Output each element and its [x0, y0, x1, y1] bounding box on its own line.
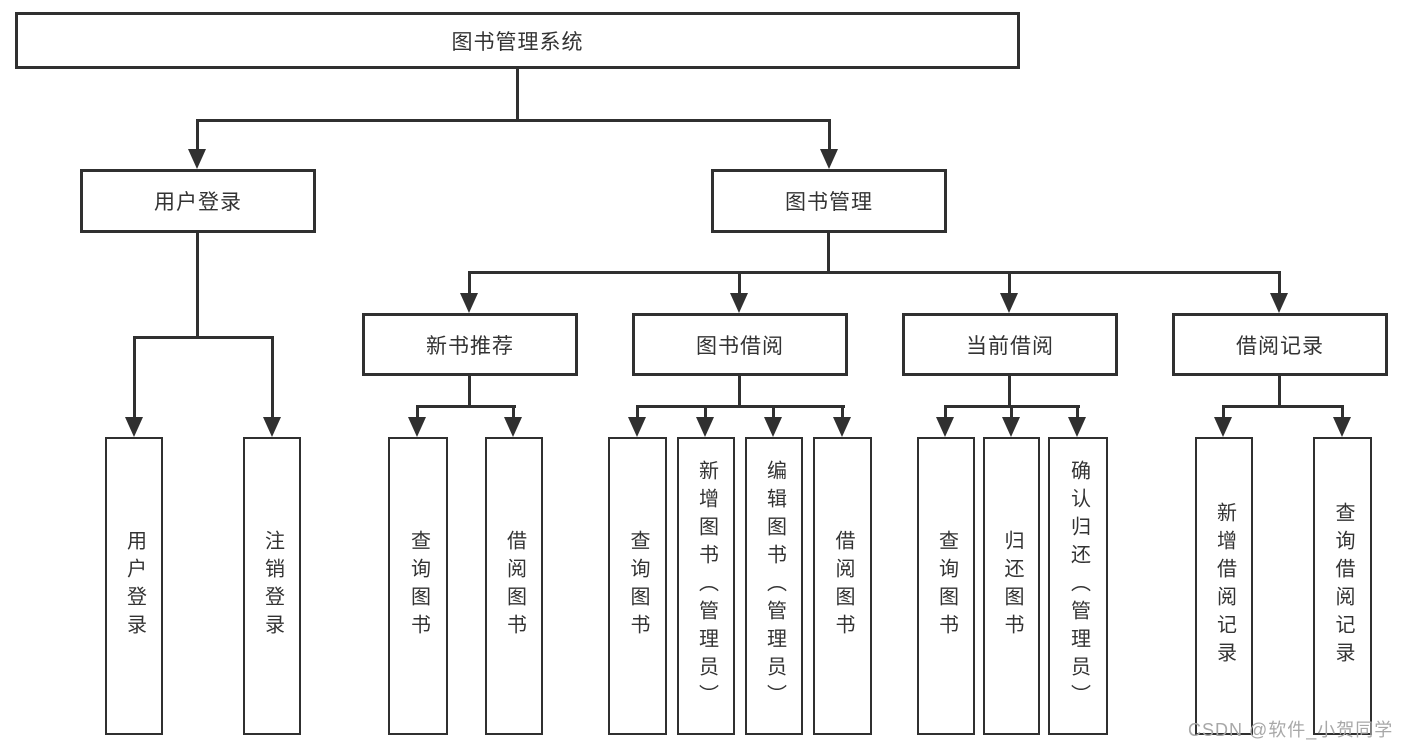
connector-line [827, 233, 830, 274]
connector-line [196, 119, 831, 122]
connector-line [1076, 405, 1079, 419]
node-user-login-label: 用户登录 [154, 191, 242, 214]
connector-line [738, 271, 741, 297]
node-book-borrow-label: 图书借阅 [696, 334, 784, 358]
node-root: 图书管理系统 [15, 12, 1020, 69]
leaf-records-add-borrow-record-label: 新增借阅记录 [1213, 502, 1236, 670]
node-current-borrow-label: 当前借阅 [966, 334, 1054, 358]
leaf-borrow-edit-books-admin: 编辑图书（管理员） [745, 437, 803, 735]
leaf-records-add-borrow-record: 新增借阅记录 [1195, 437, 1253, 735]
leaf-recommend-borrow-books-label: 借阅图书 [503, 530, 526, 642]
node-root-label: 图书管理系统 [451, 30, 584, 54]
connector-line [516, 69, 519, 121]
node-user-login: 用户登录 [80, 169, 316, 233]
leaf-borrow-query-books-label: 查询图书 [627, 530, 649, 642]
leaf-user-login-label: 用户登录 [123, 530, 146, 642]
node-book-borrow: 图书借阅 [632, 313, 848, 376]
connector-line [636, 405, 639, 419]
leaf-recommend-query-books-label: 查询图书 [407, 530, 430, 642]
leaf-borrow-add-books-admin: 新增图书（管理员） [677, 437, 735, 735]
connector-line [196, 233, 199, 338]
node-book-management-label: 图书管理 [785, 191, 873, 214]
arrowhead-down-icon [936, 417, 954, 437]
connector-line [468, 271, 471, 297]
connector-line [772, 405, 775, 419]
connector-line [636, 405, 845, 408]
connector-line [1008, 271, 1011, 297]
leaf-borrow-edit-books-admin-label: 编辑图书（管理员） [763, 460, 786, 712]
connector-line [196, 119, 199, 152]
connector-line [512, 405, 515, 419]
connector-line [738, 375, 741, 408]
arrowhead-down-icon [408, 417, 426, 437]
node-borrow-records-label: 借阅记录 [1236, 334, 1324, 358]
arrowhead-down-icon [764, 417, 782, 437]
connector-line [828, 119, 831, 152]
leaf-logout-login-label: 注销登录 [261, 530, 284, 642]
leaf-borrow-query-books: 查询图书 [608, 437, 667, 735]
leaf-user-login: 用户登录 [105, 437, 163, 735]
arrowhead-down-icon [1333, 417, 1351, 437]
arrowhead-down-icon [1270, 293, 1288, 313]
leaf-current-query-books-label: 查询图书 [935, 530, 958, 642]
connector-line [1010, 405, 1013, 419]
connector-line [1278, 375, 1281, 408]
leaf-current-query-books: 查询图书 [917, 437, 975, 735]
arrowhead-down-icon [504, 417, 522, 437]
leaf-current-confirm-return-admin-label: 确认归还（管理员） [1067, 460, 1090, 712]
leaf-recommend-borrow-books: 借阅图书 [485, 437, 543, 735]
leaf-logout-login: 注销登录 [243, 437, 301, 735]
connector-line [1222, 405, 1344, 408]
arrowhead-down-icon [820, 149, 838, 169]
arrowhead-down-icon [833, 417, 851, 437]
connector-line [944, 405, 947, 419]
leaf-borrow-borrow-books: 借阅图书 [813, 437, 872, 735]
arrowhead-down-icon [696, 417, 714, 437]
connector-line [1341, 405, 1344, 419]
arrowhead-down-icon [1068, 417, 1086, 437]
arrowhead-down-icon [263, 417, 281, 437]
leaf-borrow-add-books-admin-label: 新增图书（管理员） [695, 460, 718, 712]
leaf-recommend-query-books: 查询图书 [388, 437, 448, 735]
node-new-book-recommend: 新书推荐 [362, 313, 578, 376]
connector-line [468, 271, 1281, 274]
arrowhead-down-icon [730, 293, 748, 313]
connector-line [271, 336, 274, 420]
connector-line [133, 336, 136, 420]
leaf-borrow-borrow-books-label: 借阅图书 [832, 530, 854, 642]
csdn-watermark: CSDN @软件_小贺同学 [1188, 720, 1394, 740]
connector-line [1222, 405, 1225, 419]
node-borrow-records: 借阅记录 [1172, 313, 1388, 376]
node-book-management: 图书管理 [711, 169, 947, 233]
leaf-current-return-books-label: 归还图书 [1001, 530, 1023, 642]
node-new-book-recommend-label: 新书推荐 [426, 334, 514, 358]
connector-line [416, 405, 419, 419]
arrowhead-down-icon [125, 417, 143, 437]
arrowhead-down-icon [1000, 293, 1018, 313]
connector-line [133, 336, 274, 339]
arrowhead-down-icon [1214, 417, 1232, 437]
connector-line [416, 405, 516, 408]
node-current-borrow: 当前借阅 [902, 313, 1118, 376]
leaf-current-confirm-return-admin: 确认归还（管理员） [1048, 437, 1108, 735]
connector-line [841, 405, 844, 419]
leaf-current-return-books: 归还图书 [983, 437, 1040, 735]
leaf-records-query-borrow-record-label: 查询借阅记录 [1332, 502, 1354, 670]
leaf-records-query-borrow-record: 查询借阅记录 [1313, 437, 1372, 735]
connector-line [704, 405, 707, 419]
connector-line [468, 375, 471, 408]
connector-line [1278, 271, 1281, 297]
connector-line [1008, 375, 1011, 408]
arrowhead-down-icon [628, 417, 646, 437]
arrowhead-down-icon [1002, 417, 1020, 437]
arrowhead-down-icon [188, 149, 206, 169]
arrowhead-down-icon [460, 293, 478, 313]
